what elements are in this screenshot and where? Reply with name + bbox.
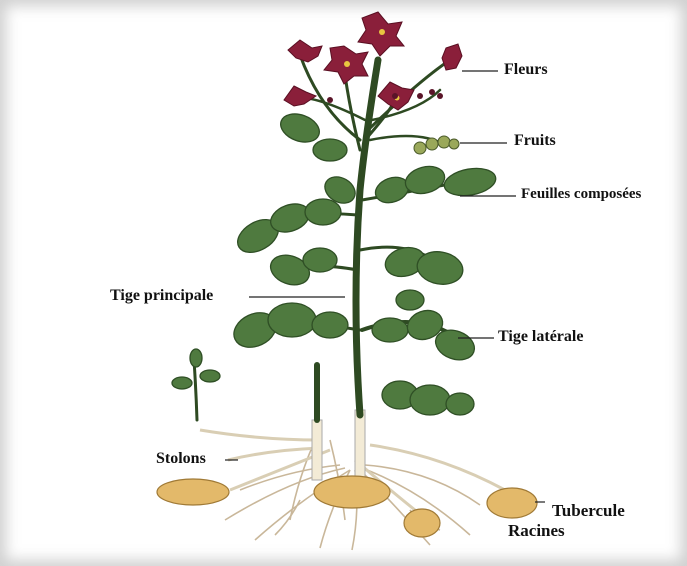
leaves: [172, 109, 498, 415]
fruits-cluster: [414, 136, 459, 154]
tubers: [157, 476, 537, 537]
label-feuilles-composees: Feuilles composées: [521, 187, 641, 202]
label-racines: Racines: [508, 522, 565, 539]
stem-base-main: [355, 410, 365, 480]
label-tubercule: Tubercule: [552, 502, 625, 519]
label-stolons: Stolons: [156, 451, 206, 467]
label-tige-laterale: Tige latérale: [498, 329, 583, 345]
label-fruits: Fruits: [514, 133, 556, 149]
stems: [194, 55, 470, 420]
label-fleurs: Fleurs: [504, 62, 548, 78]
label-tige-principale: Tige principale: [110, 288, 213, 304]
stem-base-left: [312, 420, 322, 480]
